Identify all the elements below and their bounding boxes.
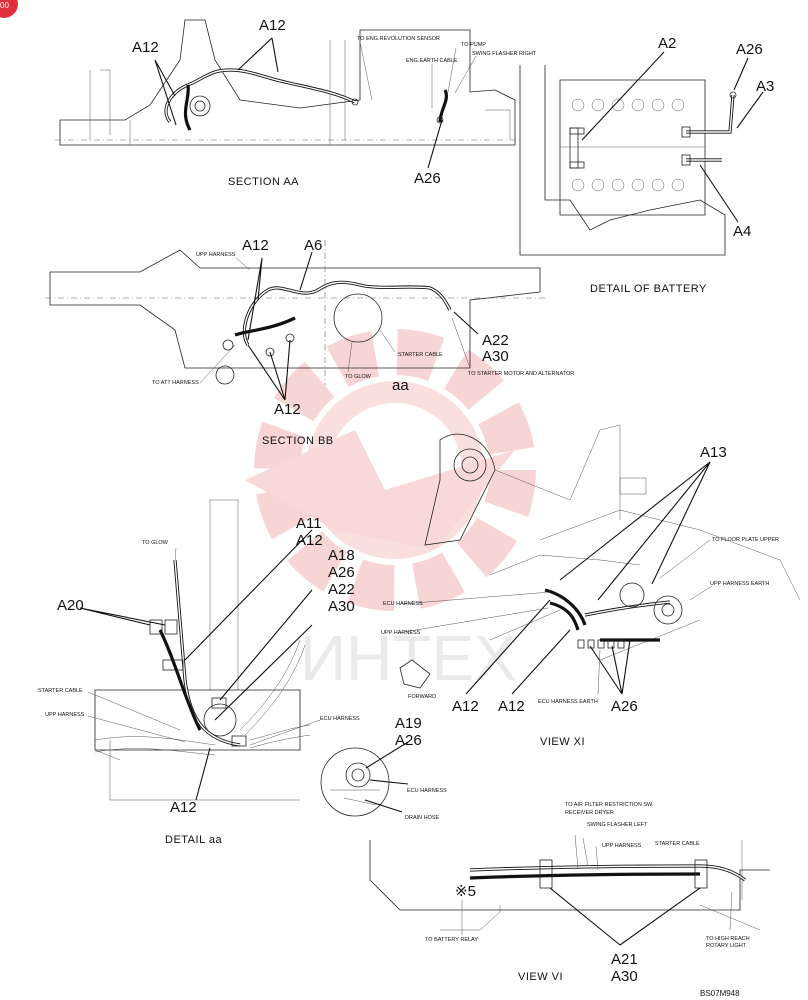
detail-aa-note-starter-cable: STARTER CABLE xyxy=(38,688,83,694)
detail-aa-note-ecu-harness-circle: ECU HARNESS xyxy=(407,788,447,794)
section-bb-callout-a12-bottom: A12 xyxy=(274,401,301,418)
detail-aa-title: DETAIL aa xyxy=(165,834,222,846)
section-bb-callout-a22: A22 xyxy=(482,332,509,349)
section-aa-note-eng-earth-cable: ENG.EARTH CABLE xyxy=(406,58,458,64)
section-bb-view: A12 A6 A22 A30 A12 UPP HARNESS STARTER C… xyxy=(45,237,574,447)
view-xi-note-upp-harness: UPP HARNESS xyxy=(381,630,421,636)
section-bb-note-to-glow: TO GLOW xyxy=(345,374,372,380)
view-vi-note-to-battery-relay: TO BATTERY RELAY xyxy=(425,937,478,943)
view-xi-note-ecu-harness-earth: ECU HARNESS EARTH xyxy=(538,699,598,705)
view-vi-marker: ※5 xyxy=(455,883,476,900)
view-xi-view: A13 A12 A12 A26 TO FLOOR PLATE UPPER UPP… xyxy=(381,424,801,748)
view-vi-note-swing-flasher-left: SWING FLASHER LEFT xyxy=(587,822,648,828)
detail-aa-callout-a20: A20 xyxy=(57,597,84,614)
view-vi-note-to-high-reach: TO HIGH REACH xyxy=(706,936,750,942)
battery-detail-view: A2 A26 A3 A4 DETAIL OF BATTERY xyxy=(519,35,774,295)
detail-aa-callout-a12-bottom: A12 xyxy=(170,799,197,816)
detail-aa-view: A11 A12 A18 A26 A22 A30 A20 A12 A19 A26 … xyxy=(38,499,447,846)
section-aa-note-eng-revolution-sensor: TO ENG.REVOLUTION SENSOR xyxy=(357,36,440,42)
corner-badge: 00 xyxy=(0,0,18,18)
drawing-number: BS07M948 xyxy=(700,989,740,998)
section-bb-callout-a30: A30 xyxy=(482,348,509,365)
detail-aa-callout-a26-bottom: A26 xyxy=(395,732,422,749)
section-bb-note-to-att-harness: TO ATT HARNESS xyxy=(152,380,199,386)
battery-callout-a4: A4 xyxy=(733,223,751,240)
forward-arrow-icon xyxy=(399,659,431,689)
detail-aa-callout-a11: A11 xyxy=(296,515,322,532)
view-xi-callout-a12-right: A12 xyxy=(498,698,525,715)
detail-aa-note-drain-hose: DRAIN HOSE xyxy=(405,815,440,821)
section-aa-callout-a12-left: A12 xyxy=(132,39,159,56)
section-bb-title: SECTION BB xyxy=(262,435,334,447)
view-vi-note-upp-harness: UPP HARNESS xyxy=(602,843,642,849)
section-aa-note-to-pump: TO PUMP xyxy=(461,42,486,48)
view-xi-note-ecu-harness: ECU HARNESS xyxy=(383,601,423,607)
view-vi-note-starter-cable: STARTER CABLE xyxy=(655,841,700,847)
view-vi-note-receiver-dryer: RECEIVER DRYER xyxy=(565,810,614,816)
section-bb-note-to-starter-motor: TO STARTER MOTOR AND ALTERNATOR xyxy=(468,371,574,377)
section-aa-leaders xyxy=(154,37,477,169)
view-vi-note-air-filter: TO AIR FILTER RESTRICTION SW. xyxy=(565,802,654,808)
section-bb-detail-ref: aa xyxy=(392,377,409,394)
section-aa-callout-a12-top: A12 xyxy=(259,17,286,34)
view-vi-callout-a30: A30 xyxy=(611,968,638,985)
watermark-gear-logo xyxy=(245,329,536,611)
section-bb-note-starter-cable: STARTER CABLE xyxy=(398,352,443,358)
view-xi-callout-a12-left: A12 xyxy=(452,698,479,715)
view-vi-note-rotary-light: ROTARY LIGHT xyxy=(706,943,747,949)
view-xi-note-to-floor-plate: TO FLOOR PLATE UPPER xyxy=(712,537,779,543)
detail-aa-callout-a26-top: A26 xyxy=(328,564,355,581)
detail-aa-note-to-glow: TO GLOW xyxy=(142,540,169,546)
detail-aa-callout-a18: A18 xyxy=(328,547,355,564)
section-bb-callout-a12-top: A12 xyxy=(242,237,269,254)
detail-aa-note-upp-harness: UPP HARNESS xyxy=(45,712,85,718)
section-aa-view: A12 A12 A26 TO ENG.REVOLUTION SENSOR TO … xyxy=(55,17,537,188)
view-xi-note-forward: FORWARD xyxy=(408,694,436,700)
view-vi-callout-a21: A21 xyxy=(611,951,638,968)
detail-aa-callout-a22: A22 xyxy=(328,581,355,598)
battery-callout-a3: A3 xyxy=(756,78,774,95)
battery-callout-a2: A2 xyxy=(658,35,676,52)
view-xi-note-upp-harness-earth: UPP HARNESS EARTH xyxy=(710,581,769,587)
section-bb-note-upp-harness: UPP HARNESS xyxy=(196,252,236,258)
detail-aa-callout-a30: A30 xyxy=(328,598,355,615)
section-aa-title: SECTION AA xyxy=(228,176,299,188)
section-aa-note-swing-flasher-right: SWING FLASHER RIGHT xyxy=(472,51,537,57)
section-bb-callout-a6: A6 xyxy=(304,237,322,254)
detail-aa-callout-a12-top: A12 xyxy=(296,532,323,549)
view-vi-title: VIEW VI xyxy=(518,971,563,983)
view-xi-callout-a26: A26 xyxy=(611,698,638,715)
section-aa-callout-a26: A26 xyxy=(414,170,441,187)
battery-callout-a26: A26 xyxy=(736,41,763,58)
corner-badge-text: 00 xyxy=(0,1,9,10)
battery-title: DETAIL OF BATTERY xyxy=(590,283,707,295)
view-vi-view: ※5 A21 A30 TO AIR FILTER RESTRICTION SW.… xyxy=(369,802,770,985)
detail-aa-callout-a19: A19 xyxy=(395,715,422,732)
battery-cells xyxy=(571,98,685,192)
view-xi-callout-a13: A13 xyxy=(700,444,727,461)
detail-aa-note-ecu-harness: ECU HARNESS xyxy=(320,716,360,722)
view-xi-title: VIEW XI xyxy=(540,736,585,748)
